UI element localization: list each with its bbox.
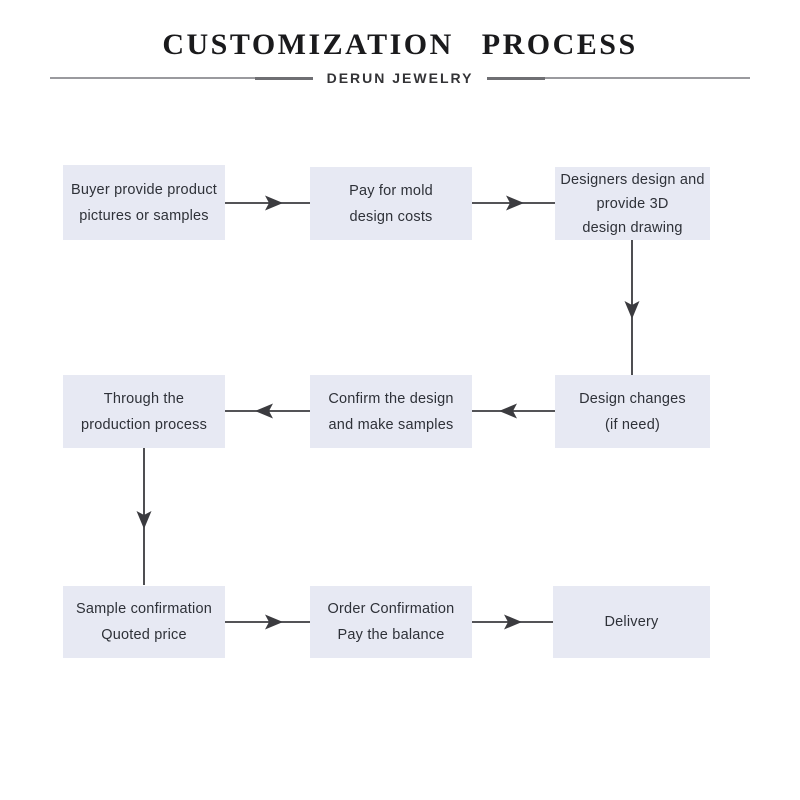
- node-text-line: Buyer provide product: [70, 181, 218, 198]
- node-production-process: Through the production process: [63, 375, 225, 448]
- arrow-buyer-to-pay: [225, 195, 310, 211]
- arrow-sample-to-order: [225, 614, 310, 630]
- node-text-line: Design changes: [579, 390, 686, 407]
- node-text-line: design drawing: [582, 219, 683, 236]
- node-design-changes: Design changes (if need): [555, 375, 710, 448]
- node-text-line: provide 3D: [596, 195, 669, 212]
- node-text-line: Delivery: [604, 614, 659, 630]
- node-buyer-provide: Buyer provide product pictures or sample…: [63, 165, 225, 240]
- node-text-line: (if need): [605, 416, 660, 433]
- node-sample-confirmation: Sample confirmation Quoted price: [63, 586, 225, 658]
- page-title: CUSTOMIZATION PROCESS: [162, 28, 638, 61]
- node-text-line: pictures or samples: [79, 207, 209, 224]
- node-order-confirmation: Order Confirmation Pay the balance: [310, 586, 472, 658]
- node-text-line: Pay the balance: [337, 627, 445, 643]
- arrow-changes-to-confirm: [472, 403, 555, 419]
- rule-right-thin: [545, 77, 751, 79]
- arrow-confirm-to-production: [225, 403, 310, 419]
- rule-left-thin: [50, 77, 255, 79]
- node-text-line: Confirm the design: [328, 390, 454, 407]
- rule-left-thick: [254, 76, 313, 80]
- node-text-line: Through the: [103, 390, 185, 407]
- node-text-line: Order Confirmation: [327, 601, 455, 617]
- node-text-line: Quoted price: [101, 627, 187, 643]
- node-confirm-design: Confirm the design and make samples: [310, 375, 472, 448]
- arrow-pay-to-designers: [472, 195, 555, 211]
- arrow-designers-to-changes: [624, 240, 640, 375]
- node-text-line: Pay for mold: [349, 182, 433, 199]
- subtitle-row: DERUN JEWELRY: [50, 68, 751, 88]
- node-text-line: and make samples: [328, 416, 454, 433]
- node-delivery: Delivery: [553, 586, 710, 658]
- node-pay-mold: Pay for mold design costs: [310, 167, 472, 240]
- brand-subtitle: DERUN JEWELRY: [326, 70, 474, 86]
- arrow-production-to-sample: [136, 448, 152, 585]
- node-text-line: design costs: [349, 208, 433, 225]
- rule-right-thick: [487, 76, 546, 80]
- node-text-line: production process: [80, 416, 208, 433]
- node-text-line: Designers design and: [560, 171, 705, 188]
- node-text-line: Sample confirmation: [76, 601, 212, 617]
- arrow-order-to-delivery: [472, 614, 553, 630]
- node-designers-design: Designers design and provide 3D design d…: [555, 167, 710, 240]
